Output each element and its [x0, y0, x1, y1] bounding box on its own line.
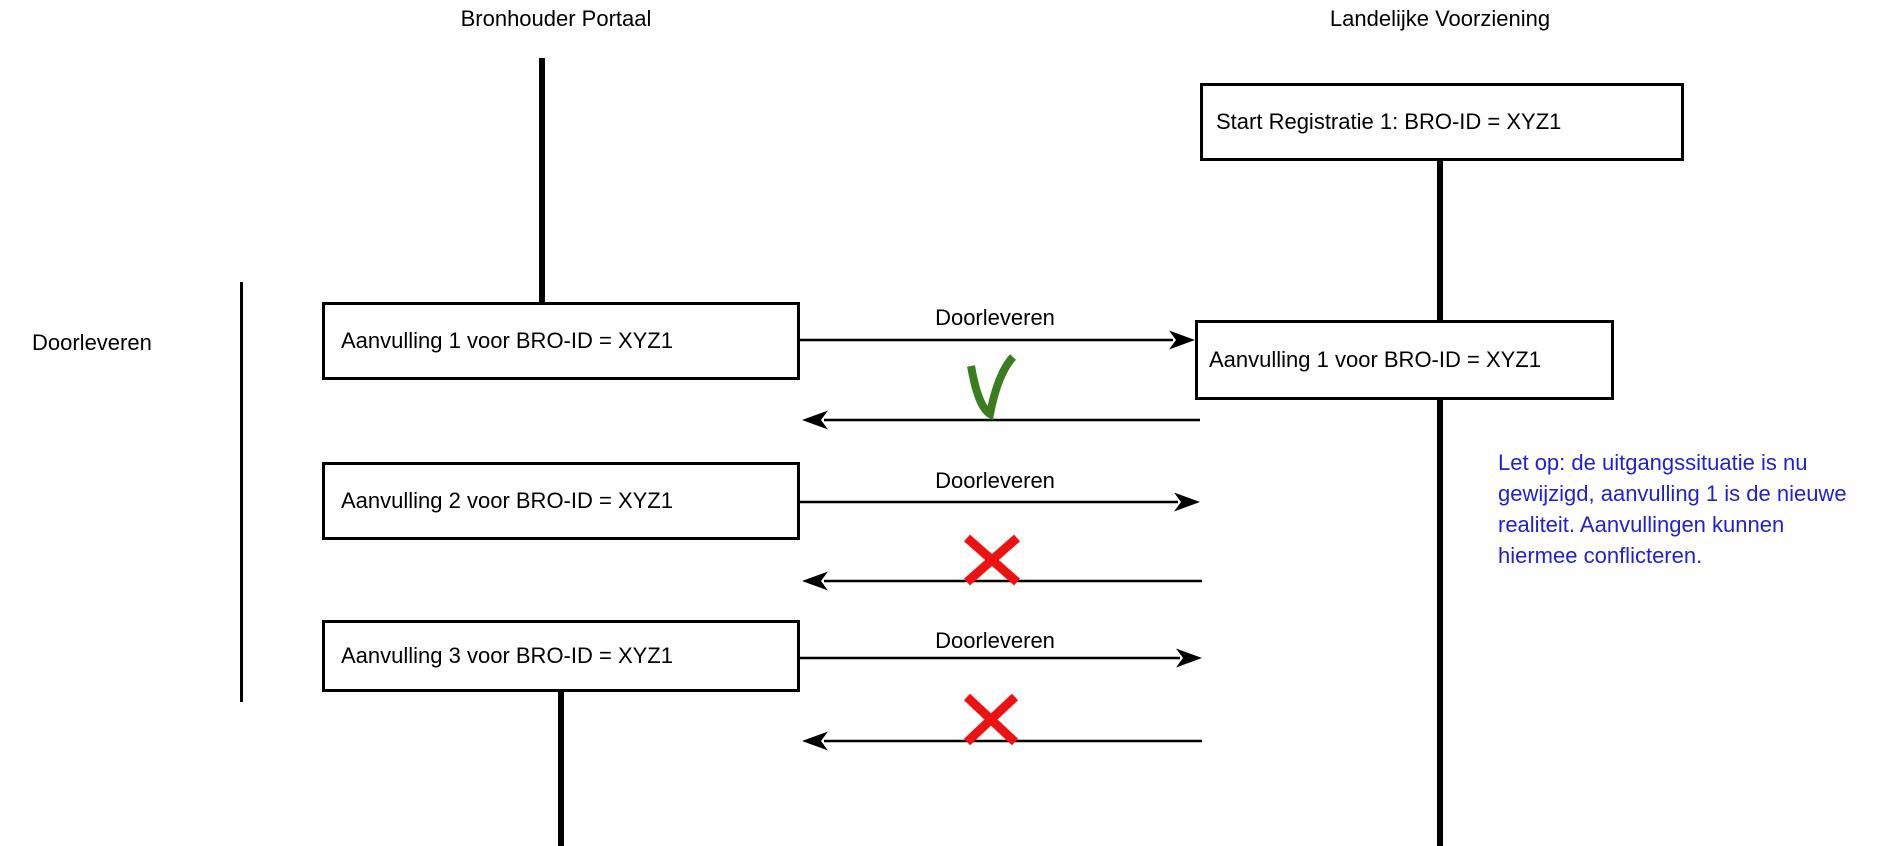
- note-text: Let op: de uitgangssituatie is nu gewijz…: [1498, 447, 1902, 571]
- arrowhead-right-3: [1176, 648, 1202, 668]
- arrowhead-left-1: [802, 410, 828, 430]
- doorleveren-group-bracket: [240, 282, 243, 702]
- note-line-3: realiteit. Aanvullingen kunnen: [1498, 512, 1785, 537]
- start-registratie-box: Start Registratie 1: BRO-ID = XYZ1: [1200, 83, 1684, 161]
- arrowheads: [802, 330, 1202, 751]
- x-stroke: [963, 693, 1019, 746]
- doorleveren-arrow-label-3: Doorleveren: [935, 628, 1055, 653]
- failure-x-icon-1: [964, 534, 1020, 586]
- note-line-4: hiermee conflicteren.: [1498, 543, 1703, 568]
- lifeline-bronhouder-lower: [558, 690, 564, 846]
- note-line-1: Let op: de uitgangssituatie is nu: [1498, 450, 1808, 475]
- arrowhead-right-2: [1174, 492, 1200, 512]
- failure-x-icon-2: [963, 693, 1019, 746]
- x-stroke: [964, 534, 1020, 586]
- aanvulling-2-box: Aanvulling 2 voor BRO-ID = XYZ1: [322, 462, 800, 540]
- arrowhead-right-1: [1169, 330, 1195, 350]
- doorleveren-arrow-label-2: Doorleveren: [935, 468, 1055, 493]
- lifeline-landelijke-lower: [1437, 399, 1443, 846]
- actor-label-landelijke: Landelijke Voorziening: [1329, 6, 1551, 31]
- aanvulling-1-lv-box: Aanvulling 1 voor BRO-ID = XYZ1: [1195, 320, 1614, 400]
- doorleveren-group-label: Doorleveren: [32, 330, 152, 355]
- message-lines: [800, 338, 1202, 743]
- lifeline-bronhouder-upper: [539, 58, 545, 302]
- aanvulling-1-box: Aanvulling 1 voor BRO-ID = XYZ1: [322, 302, 800, 380]
- arrowhead-left-2: [802, 571, 828, 591]
- aanvulling-3-box: Aanvulling 3 voor BRO-ID = XYZ1: [322, 620, 800, 692]
- doorleveren-arrow-label-1: Doorleveren: [935, 305, 1055, 330]
- arrowhead-left-3: [802, 731, 828, 751]
- success-check-icon: [967, 354, 1017, 421]
- actor-label-bronhouder: Bronhouder Portaal: [460, 6, 652, 31]
- lifeline-landelijke-upper: [1437, 159, 1443, 320]
- note-line-2: gewijzigd, aanvulling 1 is de nieuwe: [1498, 481, 1847, 506]
